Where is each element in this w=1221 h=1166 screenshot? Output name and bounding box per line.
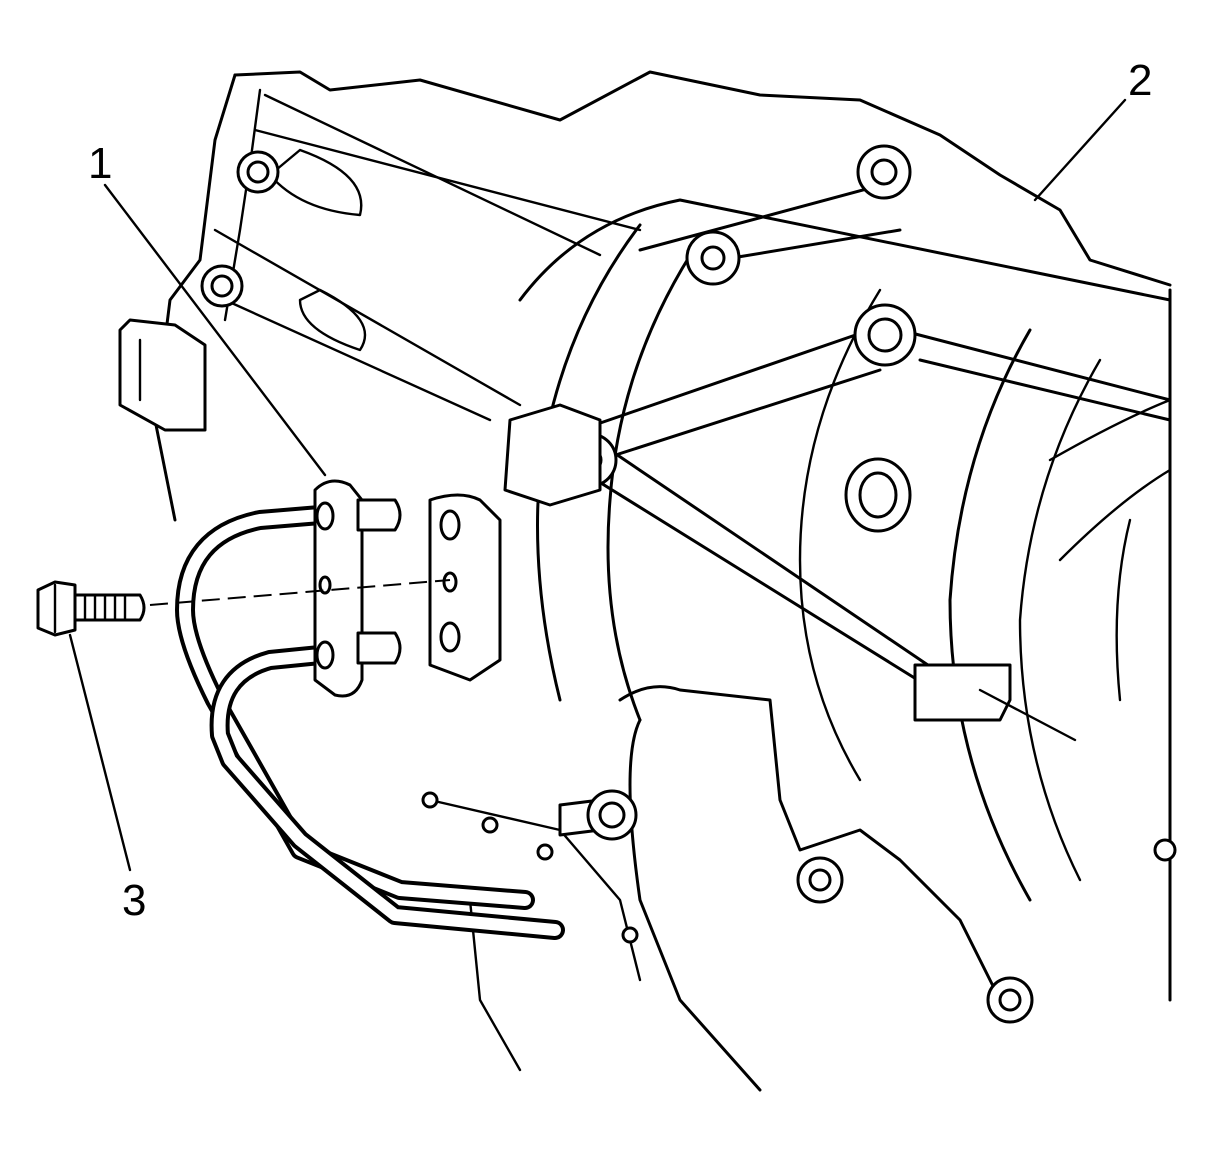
alignment-line [149, 579, 451, 606]
leader-line-1 [103, 183, 327, 477]
leader-line-3 [68, 633, 132, 872]
callout-3: 3 [122, 876, 146, 925]
bolt [36, 580, 146, 637]
callout-1: 1 [88, 139, 112, 188]
leader-lines [68, 98, 1127, 872]
transmission-housing [118, 70, 1177, 1092]
callout-2: 2 [1128, 56, 1152, 105]
leader-line-2 [1033, 98, 1127, 202]
